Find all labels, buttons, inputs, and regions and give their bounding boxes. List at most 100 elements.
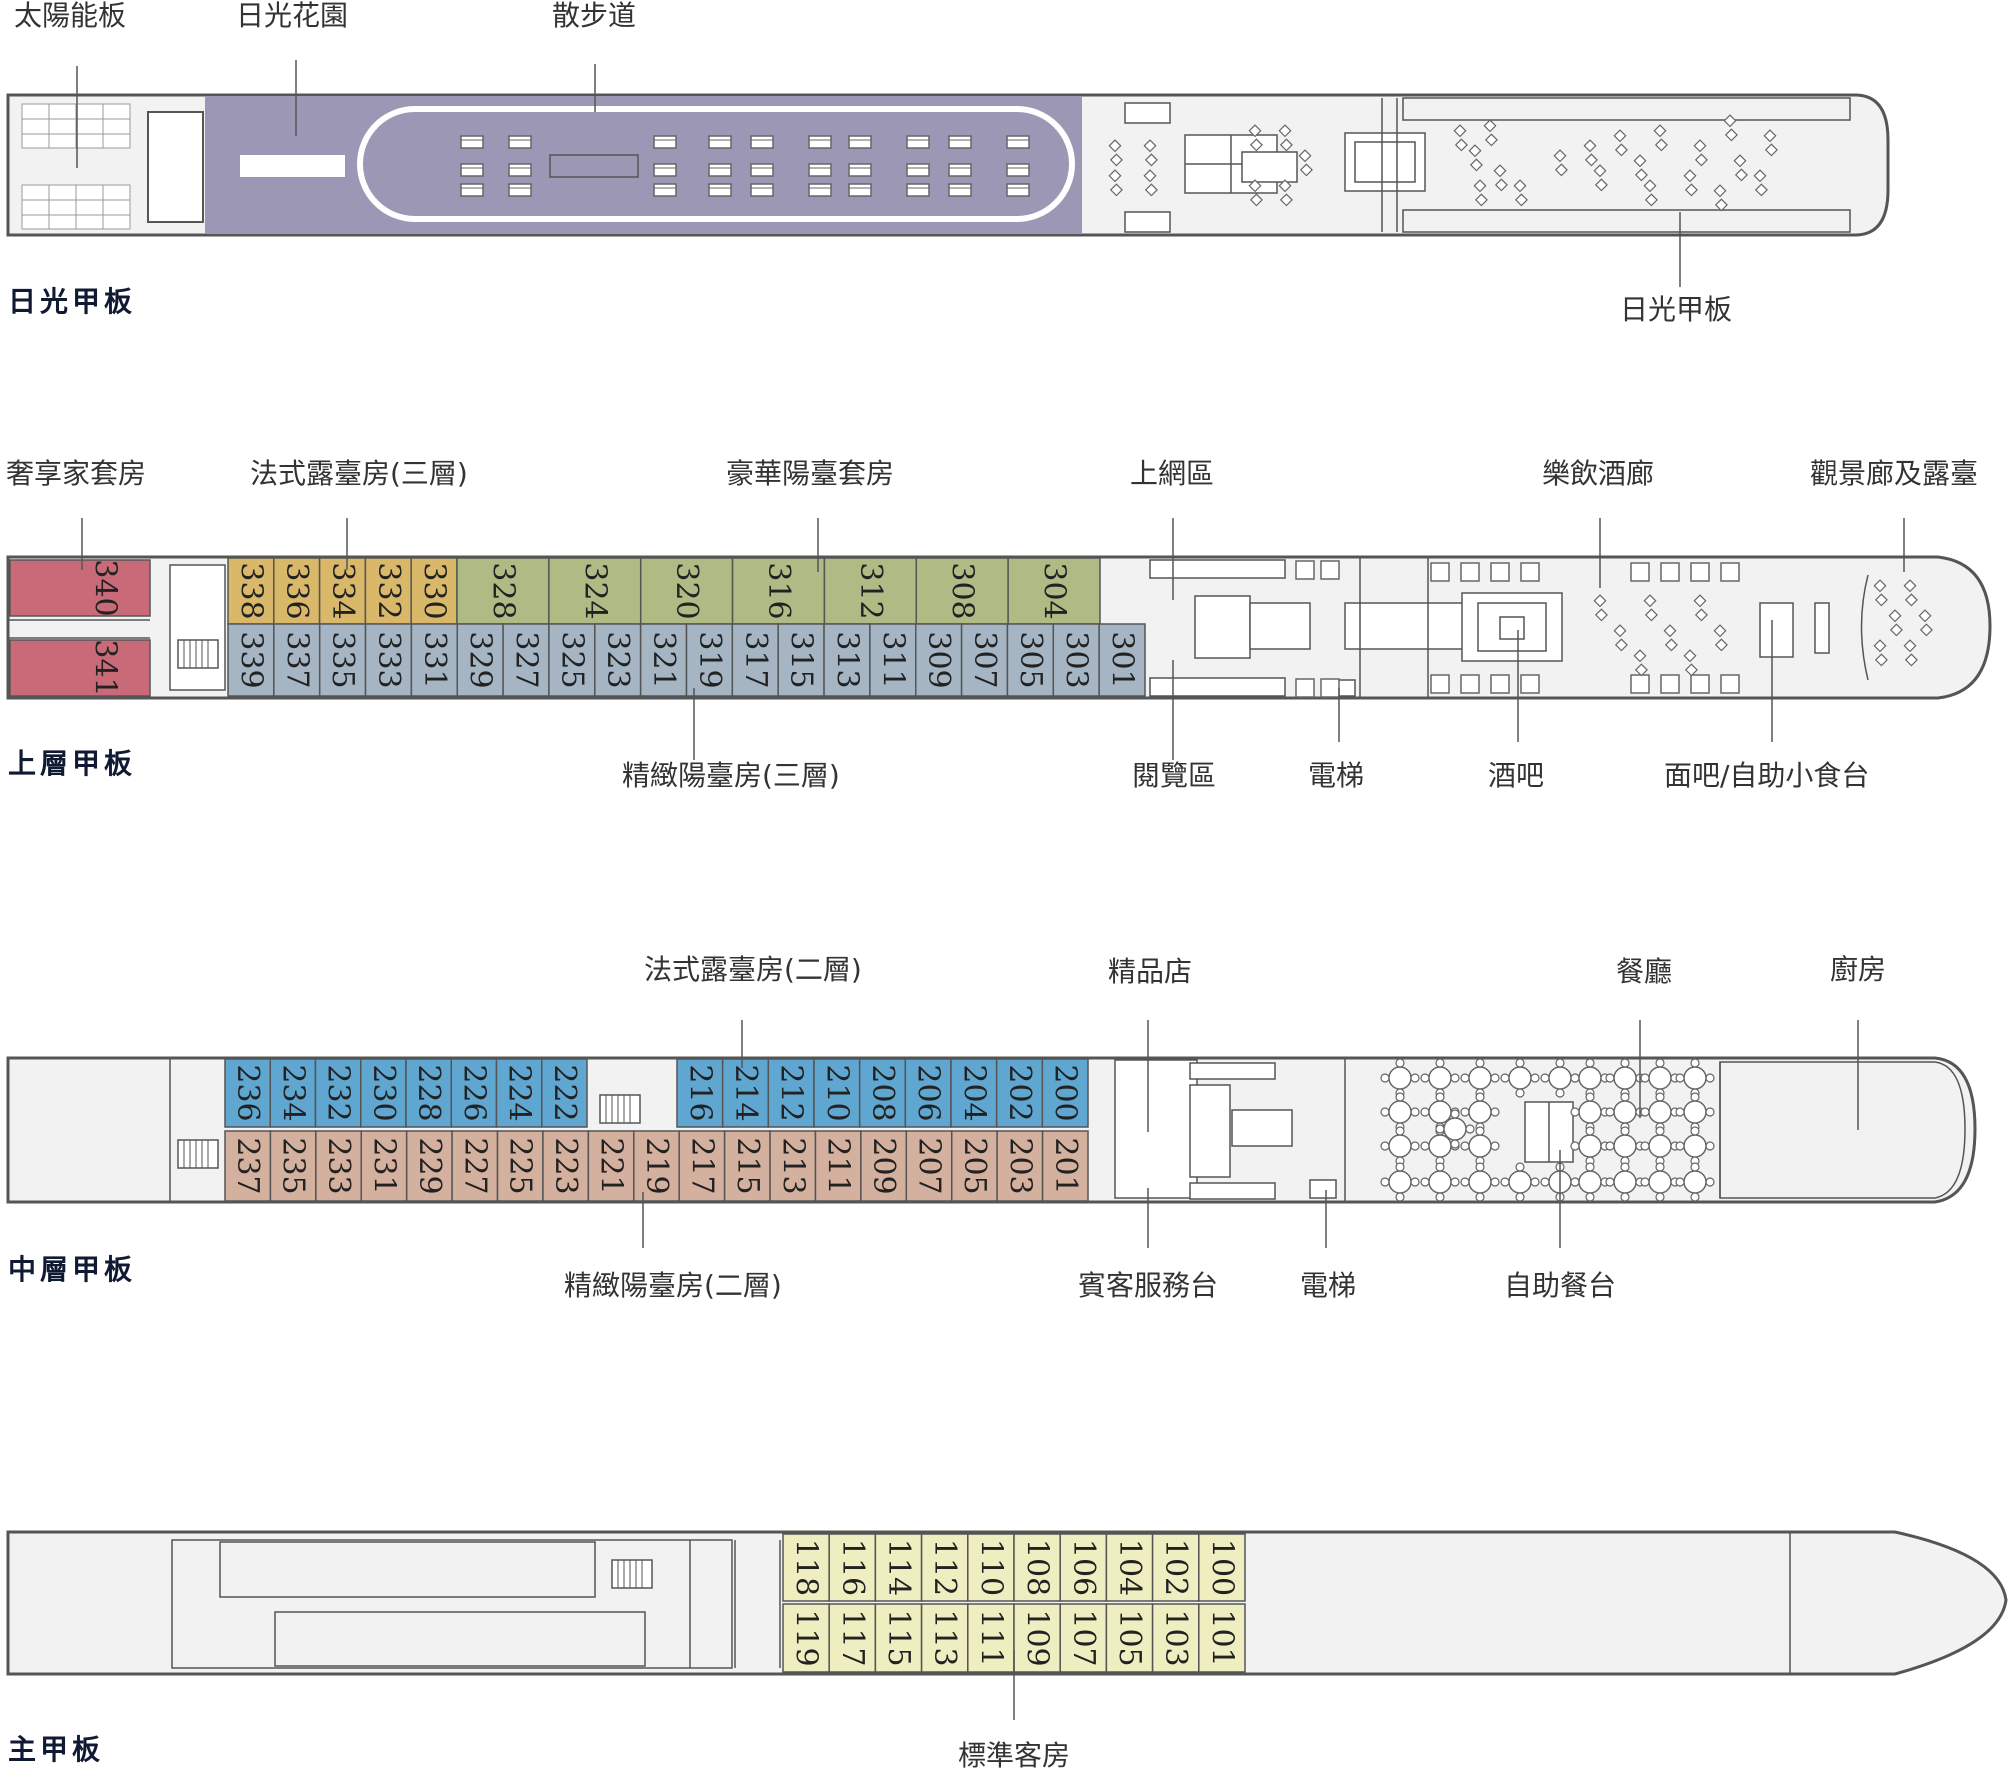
cabin-231[interactable] — [360, 1130, 408, 1202]
cabin-206[interactable] — [904, 1058, 952, 1128]
cabin-210[interactable] — [813, 1058, 861, 1128]
cabin-331[interactable] — [410, 623, 458, 697]
cabin-104[interactable] — [1105, 1533, 1154, 1602]
cabin-number: 204 — [956, 1064, 991, 1121]
cabin-number: 112 — [927, 1539, 962, 1596]
leader-lines — [76, 60, 1905, 1720]
cabin-number: 200 — [1048, 1064, 1083, 1121]
cabin-209[interactable] — [860, 1130, 908, 1202]
cabin-number: 226 — [456, 1064, 491, 1121]
cabin-339[interactable] — [227, 623, 275, 697]
cabin-115[interactable] — [874, 1603, 923, 1673]
cabin-211[interactable] — [814, 1130, 862, 1202]
cabin-number: 216 — [682, 1064, 717, 1121]
sun-deck — [6, 93, 1890, 237]
cabin-303[interactable] — [1052, 623, 1100, 697]
cabin-235[interactable] — [269, 1130, 317, 1202]
label-sun-garden: 日光花園 — [236, 0, 349, 32]
cabin-number: 233 — [321, 1137, 356, 1194]
cabin-307[interactable] — [960, 623, 1009, 697]
cabin-213[interactable] — [769, 1130, 817, 1202]
cabin-229[interactable] — [405, 1130, 453, 1202]
cabin-304[interactable] — [1007, 557, 1101, 625]
cabin-number: 221 — [594, 1137, 629, 1194]
cabin-number: 227 — [457, 1137, 492, 1194]
cabin-237[interactable] — [224, 1130, 272, 1202]
cabin-number: 230 — [366, 1064, 401, 1121]
cabin-336[interactable] — [273, 557, 321, 625]
cabin-117[interactable] — [828, 1603, 877, 1673]
cabin-226[interactable] — [450, 1058, 498, 1128]
cabin-100[interactable] — [1198, 1533, 1246, 1602]
cabin-114[interactable] — [874, 1533, 923, 1602]
cabin-225[interactable] — [496, 1130, 544, 1202]
cabin-200[interactable] — [1041, 1058, 1089, 1128]
cabin-208[interactable] — [858, 1058, 907, 1128]
cabin-232[interactable] — [314, 1058, 362, 1128]
cabin-number: 323 — [600, 631, 635, 688]
cabin-215[interactable] — [723, 1130, 771, 1202]
cabin-112[interactable] — [920, 1533, 969, 1602]
cabin-313[interactable] — [823, 623, 871, 697]
cabin-number: 114 — [881, 1539, 916, 1596]
cabin-107[interactable] — [1059, 1603, 1108, 1673]
cabin-320[interactable] — [639, 557, 734, 625]
cabin-number: 325 — [554, 631, 589, 688]
cabin-number: 118 — [789, 1539, 824, 1596]
cabin-309[interactable] — [915, 623, 963, 697]
cabin-214[interactable] — [721, 1058, 770, 1128]
cabin-340[interactable] — [9, 559, 151, 617]
label-buffet: 自助餐台 — [1504, 1269, 1617, 1302]
cabin-number: 108 — [1020, 1539, 1055, 1596]
cabin-212[interactable] — [767, 1058, 815, 1128]
cabin-number: 113 — [927, 1609, 962, 1666]
cabin-334[interactable] — [318, 557, 367, 625]
cabin-103[interactable] — [1151, 1603, 1200, 1673]
cabin-102[interactable] — [1151, 1533, 1200, 1602]
cabin-number: 236 — [230, 1064, 265, 1121]
cabin-315[interactable] — [777, 623, 825, 697]
cabin-number: 237 — [230, 1137, 265, 1194]
cabin-101[interactable] — [1198, 1603, 1246, 1673]
cabin-217[interactable] — [678, 1130, 726, 1202]
cabin-219[interactable] — [633, 1130, 680, 1202]
cabin-224[interactable] — [495, 1058, 543, 1128]
cabin-327[interactable] — [502, 623, 550, 697]
cabin-325[interactable] — [548, 623, 596, 697]
cabin-119[interactable] — [782, 1603, 830, 1673]
cabin-201[interactable] — [1041, 1130, 1089, 1202]
cabin-105[interactable] — [1105, 1603, 1154, 1673]
cabin-335[interactable] — [318, 623, 367, 697]
cabin-203[interactable] — [996, 1130, 1044, 1202]
cabin-337[interactable] — [273, 623, 321, 697]
cabin-234[interactable] — [269, 1058, 317, 1128]
cabin-number: 211 — [821, 1137, 856, 1194]
cabin-333[interactable] — [364, 623, 413, 697]
cabin-301[interactable] — [1098, 623, 1146, 697]
cabin-236[interactable] — [224, 1058, 271, 1128]
cabin-328[interactable] — [456, 557, 550, 625]
cabin-116[interactable] — [828, 1533, 877, 1602]
cabin-332[interactable] — [364, 557, 412, 625]
cabin-number: 301 — [1105, 631, 1140, 688]
cabin-204[interactable] — [950, 1058, 998, 1128]
label-walkway: 散步道 — [552, 0, 637, 32]
cabin-110[interactable] — [967, 1533, 1015, 1602]
cabin-329[interactable] — [456, 623, 504, 697]
cabin-216[interactable] — [676, 1058, 724, 1128]
cabin-233[interactable] — [315, 1130, 363, 1202]
cabin-number: 107 — [1066, 1609, 1101, 1666]
cabin-222[interactable] — [541, 1058, 588, 1128]
cabin-223[interactable] — [542, 1130, 590, 1202]
cabin-number: 222 — [547, 1064, 582, 1121]
cabin-221[interactable] — [587, 1130, 635, 1202]
cabin-319[interactable] — [685, 623, 734, 697]
cabin-202[interactable] — [995, 1058, 1044, 1128]
cabin-109[interactable] — [1013, 1603, 1061, 1673]
cabin-341[interactable] — [9, 639, 151, 697]
cabin-207[interactable] — [905, 1130, 953, 1202]
cabin-113[interactable] — [920, 1603, 969, 1673]
cabin-321[interactable] — [639, 623, 688, 697]
cabin-305[interactable] — [1006, 623, 1055, 697]
